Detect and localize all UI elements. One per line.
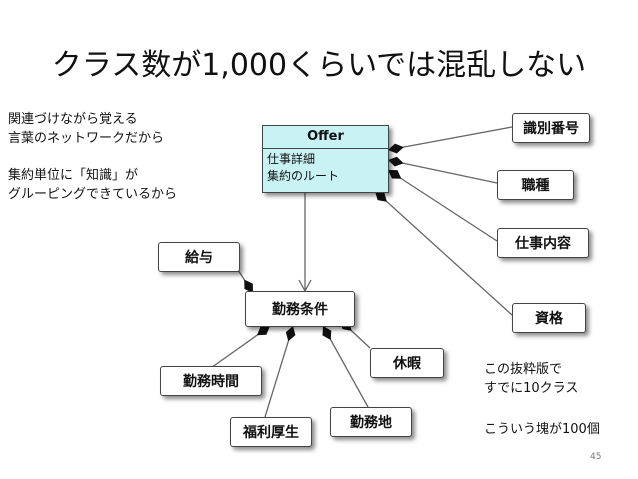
- link-shikaku: [374, 190, 513, 316]
- note-line: グルーピングできているから: [8, 187, 178, 202]
- note-excerpt: この抜粋版で すでに10クラス: [484, 360, 578, 398]
- link-shokushu: [387, 156, 498, 184]
- note-line: 関連づけながら覚える: [8, 112, 138, 127]
- node-shigoto: 仕事内容: [497, 228, 589, 258]
- note-line: 言葉のネットワークだから: [8, 131, 165, 146]
- link-kyuyo: [237, 269, 254, 294]
- link-kinmu-jikan: [207, 325, 271, 371]
- node-fukuri: 福利厚生: [230, 417, 312, 447]
- node-shikaku: 資格: [512, 303, 586, 333]
- node-kinmu-jikan: 勤務時間: [160, 366, 262, 396]
- note-hundred: こういう塊が100個: [484, 422, 600, 437]
- offer-attributes: 仕事詳細 集約のルート: [263, 149, 388, 187]
- offer-class-box: Offer 仕事詳細 集約のルート: [262, 125, 389, 193]
- node-shikibetsu: 識別番号: [512, 113, 590, 143]
- node-kinmu-joken: 勤務条件: [245, 291, 355, 327]
- link-fukuri: [264, 325, 296, 418]
- note-line: 集約単位に「知識」が: [8, 168, 139, 183]
- link-kinmuchi: [322, 325, 369, 408]
- note-grouping: 集約単位に「知識」が グルーピングできているから: [8, 166, 177, 204]
- link-shikibetsu: [387, 126, 513, 154]
- offer-attribute: 仕事詳細: [267, 152, 316, 166]
- node-shokushu: 職種: [497, 170, 574, 200]
- offer-attribute: 集約のルート: [267, 169, 340, 183]
- link-shigoto: [387, 169, 498, 242]
- offer-class-name: Offer: [263, 126, 388, 149]
- note-line: すでに10クラス: [484, 381, 579, 396]
- note-line: この抜粋版で: [484, 362, 563, 377]
- node-kyuyo: 給与: [158, 242, 240, 272]
- slide-title: クラス数が1,000くらいでは混乱しない: [51, 48, 587, 83]
- page-number: 45: [590, 452, 602, 462]
- note-network: 関連づけながら覚える 言葉のネットワークだから: [8, 110, 164, 148]
- node-kinmuchi: 勤務地: [330, 407, 412, 437]
- node-kyuka: 休暇: [370, 348, 444, 378]
